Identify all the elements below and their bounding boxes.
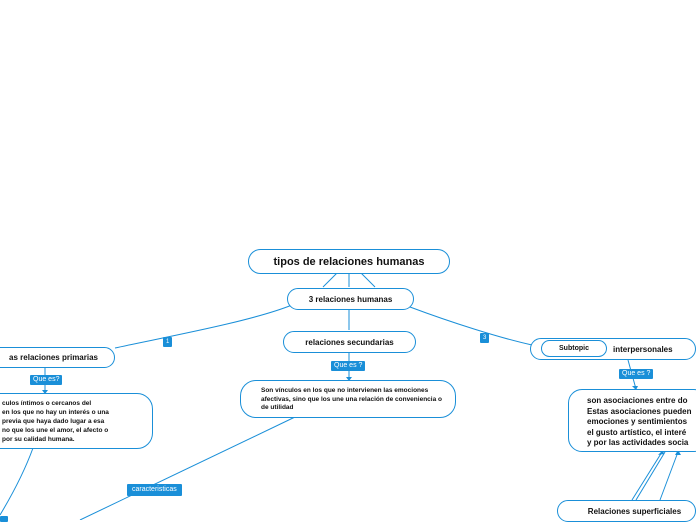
- primary-description-line-4: no que los une el amor, el afecto o: [2, 427, 109, 434]
- secondary-description-topic[interactable]: Son vínculos en los que no intervienen l…: [240, 380, 456, 418]
- superficial-relations-topic[interactable]: Relaciones superficiales: [557, 500, 696, 522]
- superficial-relations-label: Relaciones superficiales: [587, 506, 682, 516]
- arrow-secondary-description: [346, 377, 352, 381]
- link-secondary-characteristics: [79, 416, 296, 520]
- interpersonal-description-line-5: y por las actividades socia: [587, 438, 689, 447]
- link-interpersonal-superficial-a: [631, 451, 663, 501]
- link-root-main-left: [322, 272, 338, 288]
- primary-description-topic[interactable]: culos íntimos o cercanos del en los que …: [0, 393, 153, 449]
- interpersonal-relations-label: interpersonales: [613, 344, 673, 354]
- root-topic-label: tipos de relaciones humanas: [273, 255, 425, 268]
- interpersonal-description-line-3: emociones y sentimientos: [587, 417, 688, 426]
- link-label-secondary-que-es[interactable]: Que es ?: [331, 361, 366, 371]
- link-label-interpersonal-number[interactable]: 3: [480, 333, 490, 343]
- primary-description-line-3: previa que haya dado lugar a esa: [2, 418, 105, 425]
- interpersonal-description-line-4: el gusto artístico, el interé: [587, 427, 687, 437]
- link-label-interpersonal-que-es[interactable]: Que es ?: [619, 369, 654, 379]
- primary-description-line-5: por su calidad humana.: [2, 436, 75, 443]
- primary-relations-label: as relaciones primarias: [9, 353, 98, 362]
- arrow-superficial-b: [675, 450, 681, 455]
- arrow-primary-description: [42, 390, 48, 394]
- subtopic-badge[interactable]: Subtopic: [541, 340, 607, 357]
- link-label-bottom-left-cut[interactable]: [0, 516, 8, 522]
- root-topic[interactable]: tipos de relaciones humanas: [248, 249, 450, 274]
- link-primary-down: [0, 447, 34, 516]
- main-topic-label: 3 relaciones humanas: [308, 294, 393, 304]
- secondary-relations-label: relaciones secundarias: [305, 337, 394, 347]
- interpersonal-description-line-2: Estas asociaciones pueden: [587, 406, 692, 416]
- link-root-main-right: [360, 272, 376, 288]
- primary-relations-topic[interactable]: as relaciones primarias: [0, 347, 115, 368]
- interpersonal-description-topic[interactable]: son asociaciones entre do Estas asociaci…: [568, 389, 696, 452]
- main-topic[interactable]: 3 relaciones humanas: [287, 288, 414, 310]
- secondary-relations-topic[interactable]: relaciones secundarias: [283, 331, 416, 353]
- secondary-description-text: Son vínculos en los que no intervienen l…: [261, 387, 442, 411]
- subtopic-badge-label: Subtopic: [559, 345, 589, 352]
- primary-description-line-2: en los que no hay un interés o una: [2, 409, 109, 416]
- link-main-primary: [114, 304, 293, 349]
- link-interpersonal-superficial-c: [659, 451, 679, 501]
- link-interpersonal-superficial-b: [635, 451, 666, 501]
- link-label-primary-number[interactable]: 1: [163, 337, 173, 347]
- link-main-interpersonal: [409, 306, 533, 346]
- link-label-primary-que-es[interactable]: Que es?: [30, 375, 63, 385]
- link-label-characteristics[interactable]: caracteristicas: [127, 484, 182, 496]
- primary-description-line-1: culos íntimos o cercanos del: [2, 400, 92, 407]
- interpersonal-description-line-1: son asociaciones entre do: [587, 396, 688, 405]
